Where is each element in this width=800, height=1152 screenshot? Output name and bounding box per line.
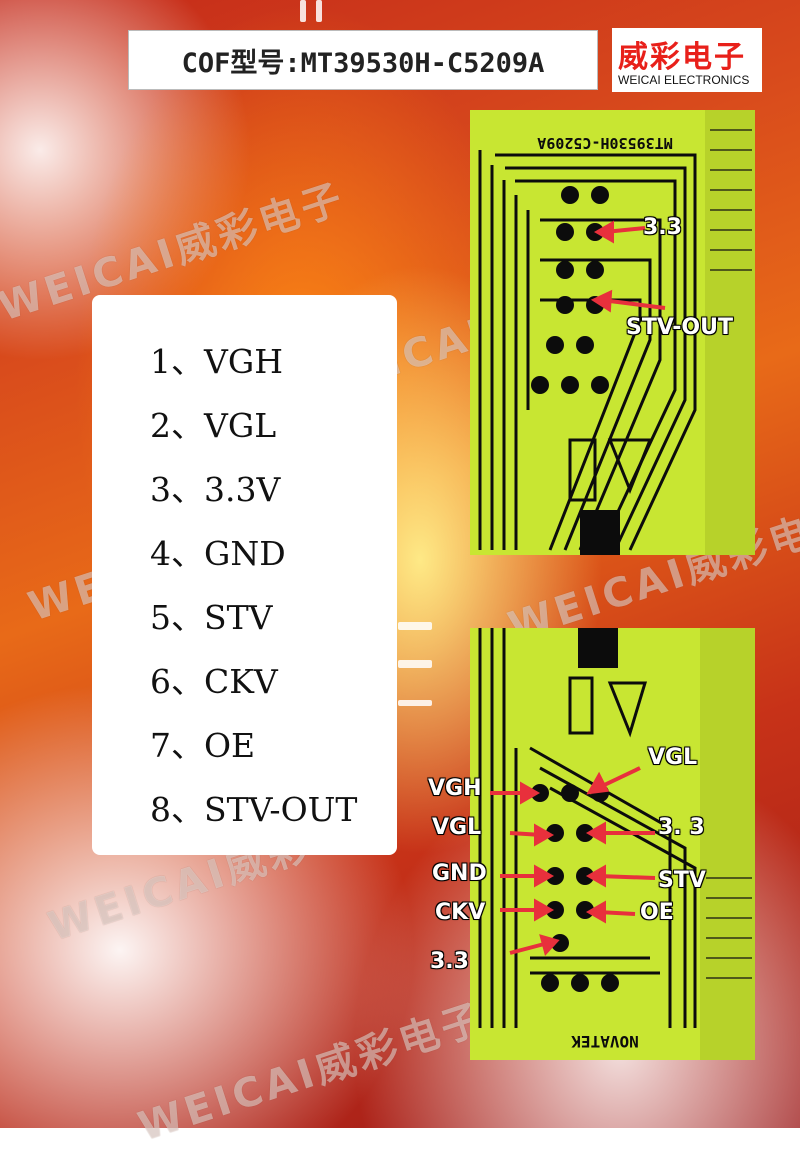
label-vgh: VGH xyxy=(428,776,482,801)
pin-item: 5、STV xyxy=(150,598,273,637)
light-streak xyxy=(300,0,306,22)
pin-item: 3、3.3V xyxy=(150,470,281,509)
label-3v3-right: 3. 3 xyxy=(658,815,705,840)
pin-item: 4、GND xyxy=(150,534,286,573)
label-vgl-left: VGL xyxy=(432,815,482,840)
light-streak xyxy=(398,622,432,630)
light-streak xyxy=(316,0,322,22)
cof-board-bottom-photo: NOVATEK xyxy=(470,628,755,1060)
label-stv-out-top: STV-OUT xyxy=(626,315,733,340)
logo-cn-text: 威彩电子 xyxy=(618,40,746,75)
pin-item: 7、OE xyxy=(150,726,256,765)
label-vgl-right: VGL xyxy=(648,745,698,770)
label-ckv: CKV xyxy=(435,900,486,925)
pin-item: 6、CKV xyxy=(150,662,278,701)
label-gnd: GND xyxy=(432,861,487,886)
pin-item: 1、VGH xyxy=(150,342,283,381)
light-streak xyxy=(398,660,432,668)
cof-board-top-photo: MT39530H-C5209A xyxy=(470,110,755,555)
model-title-prefix: COF型号: xyxy=(181,47,301,79)
label-3v3-top: 3.3 xyxy=(643,215,682,240)
label-oe: OE xyxy=(640,900,674,925)
light-streak xyxy=(398,700,432,706)
model-title-box: COF型号:MT39530H-C5209A xyxy=(128,30,598,90)
pin-item: 2、VGL xyxy=(150,406,277,445)
model-title: COF型号:MT39530H-C5209A xyxy=(182,41,545,80)
model-number: MT39530H-C5209A xyxy=(300,47,545,79)
company-logo: 威彩电子 WEICAI ELECTRONICS xyxy=(612,28,762,92)
label-stv: STV xyxy=(658,868,706,893)
chip-marking-bottom: NOVATEK xyxy=(571,1032,639,1051)
label-3v3-left: 3.3 xyxy=(430,949,469,974)
pin-list-card: 1、VGH 2、VGL 3、3.3V 4、GND 5、STV 6、CKV 7、O… xyxy=(92,295,397,855)
logo-en-text: WEICAI ELECTRONICS xyxy=(618,73,750,87)
chip-marking-top: MT39530H-C5209A xyxy=(537,134,672,152)
pin-item: 8、STV-OUT xyxy=(150,790,358,829)
